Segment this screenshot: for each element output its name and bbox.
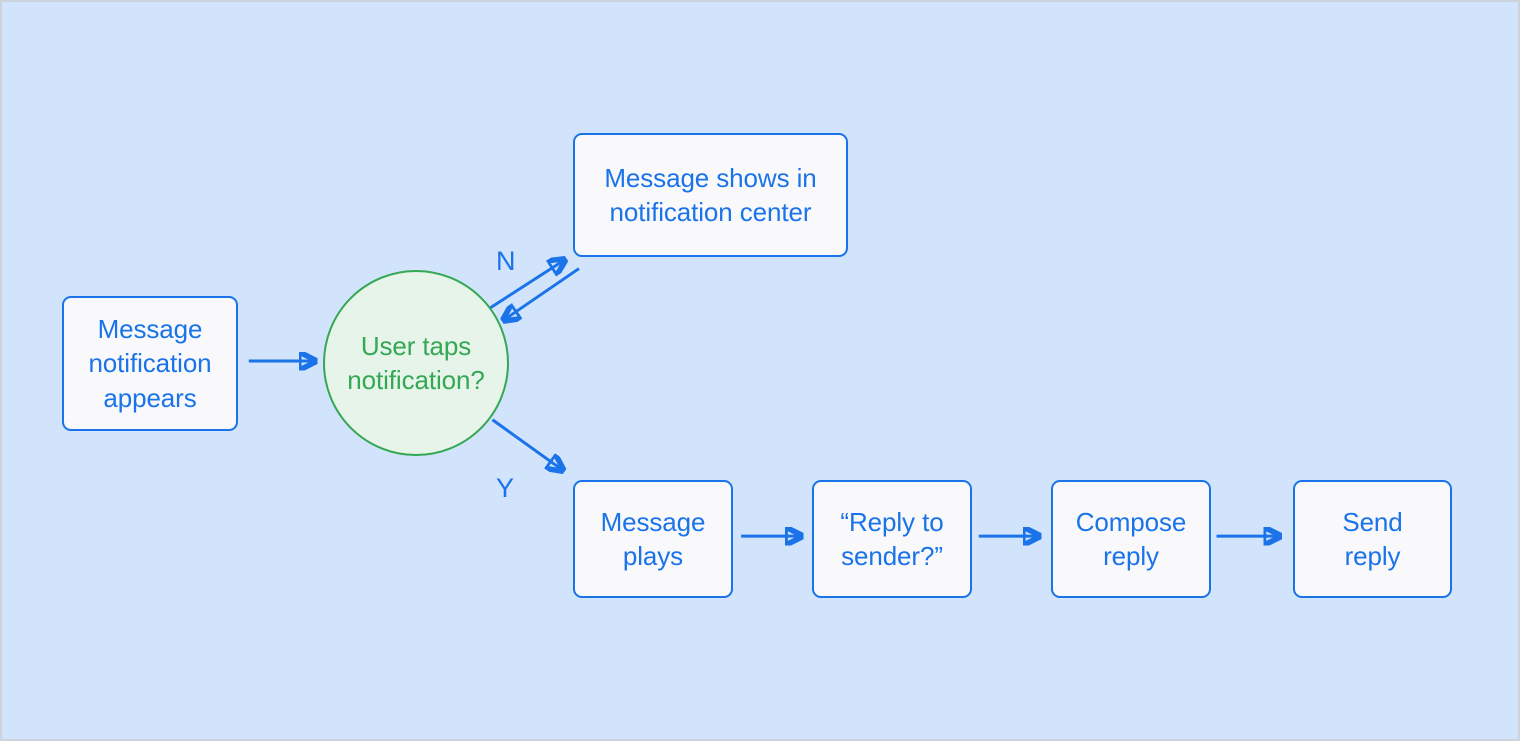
edge-label-no: N [496,246,516,276]
edge-decision-to-message-plays [491,418,563,471]
node-user-taps-notification-decision[interactable]: User taps notification? [323,270,509,456]
edge-notification-center-to-decision [503,267,580,321]
edge-label-yes: Y [496,473,515,503]
node-send-reply[interactable]: Send reply [1293,480,1452,598]
node-message-notification-appears[interactable]: Message notification appears [62,296,238,431]
node-message-shows-in-notification-center[interactable]: Message shows in notification center [573,133,848,257]
node-reply-to-sender-prompt[interactable]: “Reply to sender?” [812,480,972,598]
node-message-plays[interactable]: Message plays [573,480,733,598]
node-compose-reply[interactable]: Compose reply [1051,480,1211,598]
